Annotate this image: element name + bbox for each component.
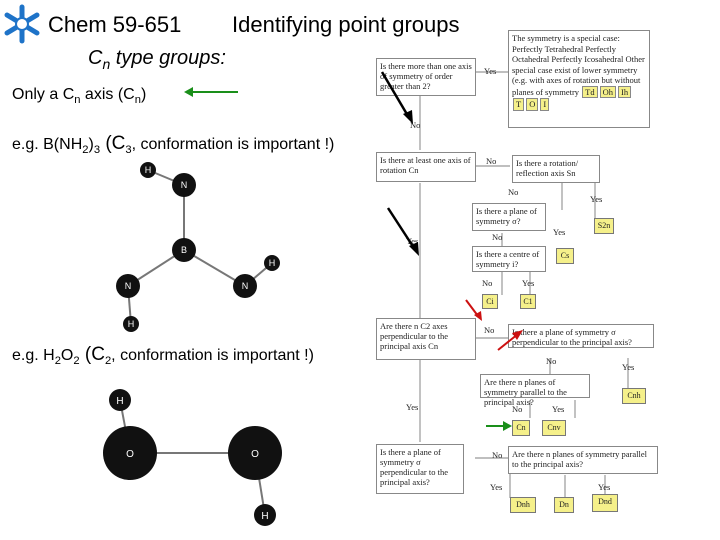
result-cnh: Cnh [622, 388, 646, 404]
example-2-text: e.g. H2O2 (C2, conformation is important… [12, 344, 314, 368]
page-title: Identifying point groups [232, 12, 460, 37]
tag-oh: Oh [599, 85, 617, 98]
label-no: No [508, 187, 519, 197]
label-yes: Yes [598, 482, 611, 492]
label-yes: Yes [522, 278, 535, 288]
label-yes: Yes [622, 362, 635, 372]
result-s2n: S2n [594, 218, 614, 234]
label-yes: Yes [553, 227, 566, 237]
label-yes: Yes [490, 482, 503, 492]
question-rotation-axis: Is there at least one axis of rotation C… [376, 152, 476, 182]
arrow-black-1-icon [380, 71, 413, 124]
label-no: No [492, 450, 503, 460]
label-no: No [410, 120, 421, 130]
result-cn: Cn [512, 420, 530, 436]
atom-o-left: O [126, 449, 134, 460]
atom-n-left: N [125, 281, 132, 291]
atom-h-bottom: H [261, 511, 268, 522]
arrow-red-1-icon [465, 299, 482, 321]
label-no: No [512, 404, 523, 414]
molecule-h2o2: H O O H [103, 389, 282, 526]
question-perp-c2: Are there n C2 axes perpendicular to the… [376, 318, 476, 360]
green-arrow-icon [184, 87, 238, 97]
atom-n-top: N [181, 180, 188, 190]
question-rotoreflection: Is there a rotation/ reflection axis Sn [512, 155, 600, 183]
tag-o: O [526, 98, 539, 111]
result-cnv: Cnv [542, 420, 566, 436]
snowflake-logo-icon [4, 4, 40, 44]
label-yes: Yes [590, 194, 603, 204]
result-ci: Ci [482, 294, 498, 309]
label-no: No [486, 156, 497, 166]
label-yes: Yes [406, 236, 419, 246]
label-no: No [482, 278, 493, 288]
result-cs: Cs [556, 248, 574, 264]
question-centre: Is there a centre of symmetry i? [472, 246, 546, 272]
example-1-text: e.g. B(NH2)3 (C3, conformation is import… [12, 133, 335, 157]
atom-n-right: N [242, 281, 249, 291]
question-perp-plane: Is there a plane of symmetry σ perpendic… [508, 324, 654, 348]
label-yes: Yes [552, 404, 565, 414]
atom-h-bottom: H [128, 319, 135, 329]
subtitle: Cn type groups: [88, 47, 226, 72]
tag-ih: Ih [618, 85, 632, 98]
result-dnh: Dnh [510, 497, 536, 513]
tag-t: T [513, 98, 525, 111]
label-yes: Yes [484, 66, 497, 76]
tag-td: Td [582, 85, 598, 98]
result-dnd: Dnd [592, 494, 618, 512]
atom-h-top: H [145, 165, 152, 175]
result-dn: Dn [554, 497, 574, 513]
question-parallel-planes-2: Are there n planes of symmetry parallel … [508, 446, 658, 474]
label-yes: Yes [406, 402, 419, 412]
tag-i: I [540, 98, 550, 111]
course-code: Chem 59-651 [48, 12, 182, 37]
atom-h-right: H [269, 258, 276, 268]
question-perp-plane-2: Is there a plane of symmetry σ perpendic… [376, 444, 464, 494]
label-no: No [484, 325, 495, 335]
rule-text: Only a Cn axis (Cn) [12, 86, 147, 107]
arrow-red-2-icon [497, 330, 523, 351]
question-plane: Is there a plane of symmetry σ? [472, 203, 546, 231]
label-no: No [492, 232, 503, 242]
special-case-box: The symmetry is a special case: Perfectl… [508, 30, 650, 128]
question-parallel-planes: Are there n planes of symmetry parallel … [480, 374, 590, 407]
molecule-bnh2-3: H N B H N N H [116, 162, 280, 332]
atom-b: B [181, 245, 187, 255]
arrow-black-2-icon [386, 207, 419, 256]
atom-h-top: H [116, 396, 123, 407]
result-c1: C1 [520, 294, 536, 309]
arrow-green-2-icon [486, 421, 512, 431]
atom-o-right: O [251, 449, 259, 460]
label-no: No [546, 356, 557, 366]
